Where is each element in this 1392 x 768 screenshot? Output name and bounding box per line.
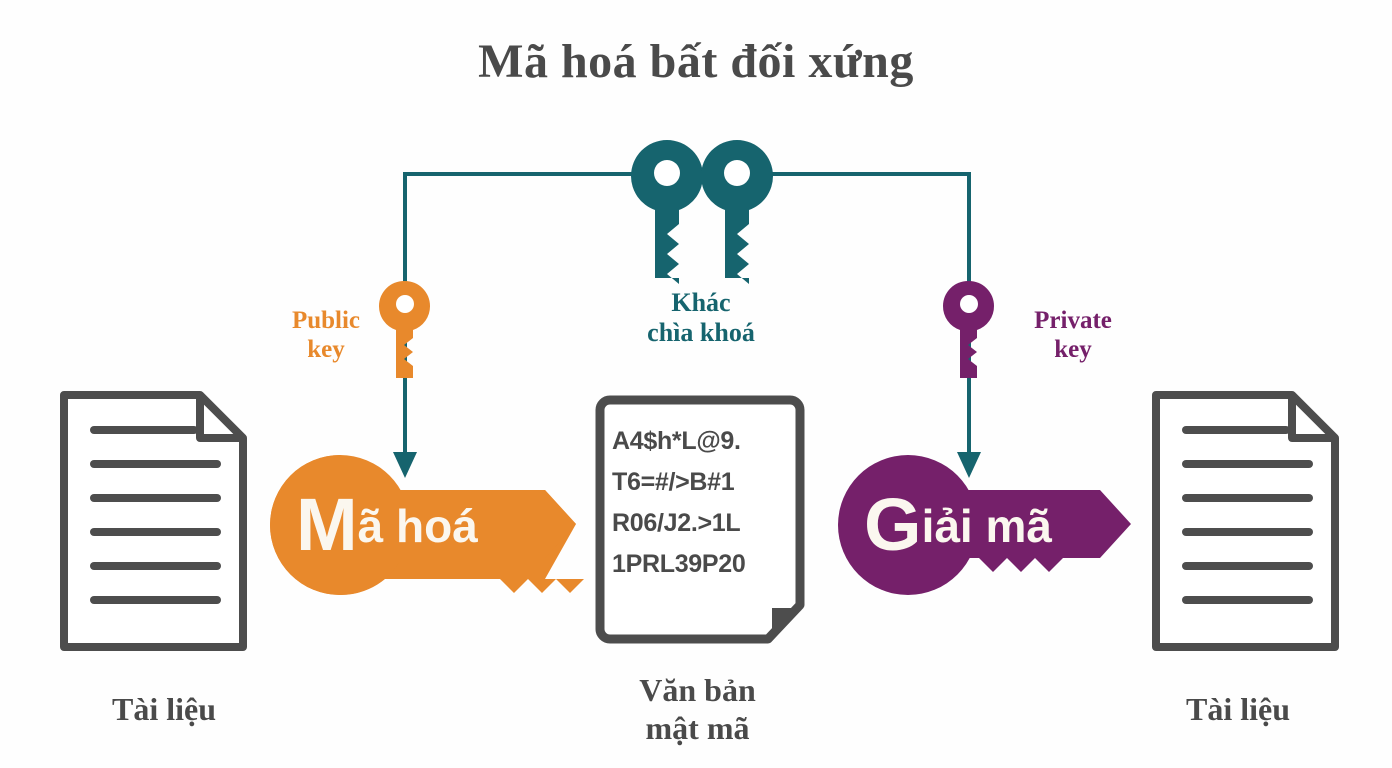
encrypt-label-initial: M bbox=[296, 483, 358, 566]
private-key-icon bbox=[942, 281, 995, 378]
page-title: Mã hoá bất đối xứng bbox=[478, 35, 914, 88]
ciphertext-line: A4$h*L@9. bbox=[612, 427, 741, 455]
ciphertext-caption: Văn bản mật mã bbox=[585, 671, 810, 747]
arrow-down-to-decrypt bbox=[957, 452, 981, 478]
key-pair-icon bbox=[630, 140, 774, 284]
encrypt-label: Mã hoá bbox=[296, 488, 478, 562]
public-key-label-line2: key bbox=[307, 336, 345, 363]
ciphertext-line: R06/J2.>1L bbox=[612, 509, 741, 537]
public-key-label-line1: Public bbox=[291, 307, 361, 334]
private-key-label-line1: Private bbox=[1034, 307, 1112, 334]
key-pair-label-line1: Khác bbox=[671, 288, 731, 317]
ciphertext-line: 1PRL39P20 bbox=[612, 550, 746, 578]
decrypt-label: Giải mã bbox=[864, 488, 1052, 562]
document-left-caption: Tài liệu bbox=[111, 691, 216, 727]
private-key-label: Private key bbox=[998, 306, 1148, 364]
ciphertext-caption-line1: Văn bản bbox=[639, 672, 756, 708]
arrow-down-to-encrypt bbox=[393, 452, 417, 478]
ciphertext-caption-line2: mật mã bbox=[645, 710, 750, 746]
document-icon-left bbox=[60, 391, 247, 651]
key-pair-label: Khác chìa khoá bbox=[591, 288, 811, 348]
document-icon-right bbox=[1152, 391, 1339, 651]
ciphertext-line: T6=#/>B#1 bbox=[612, 468, 735, 496]
encrypt-label-rest: ã hoá bbox=[357, 500, 478, 552]
public-key-label: Public key bbox=[256, 306, 396, 364]
decrypt-label-initial: G bbox=[864, 483, 922, 566]
ciphertext-content: A4$h*L@9. T6=#/>B#1 R06/J2.>1L 1PRL39P20 bbox=[612, 421, 802, 585]
private-key-label-line2: key bbox=[1054, 336, 1092, 363]
decrypt-label-rest: iải mã bbox=[921, 500, 1052, 552]
document-right-caption: Tài liệu bbox=[1185, 691, 1290, 727]
key-pair-label-line2: chìa khoá bbox=[647, 318, 755, 347]
